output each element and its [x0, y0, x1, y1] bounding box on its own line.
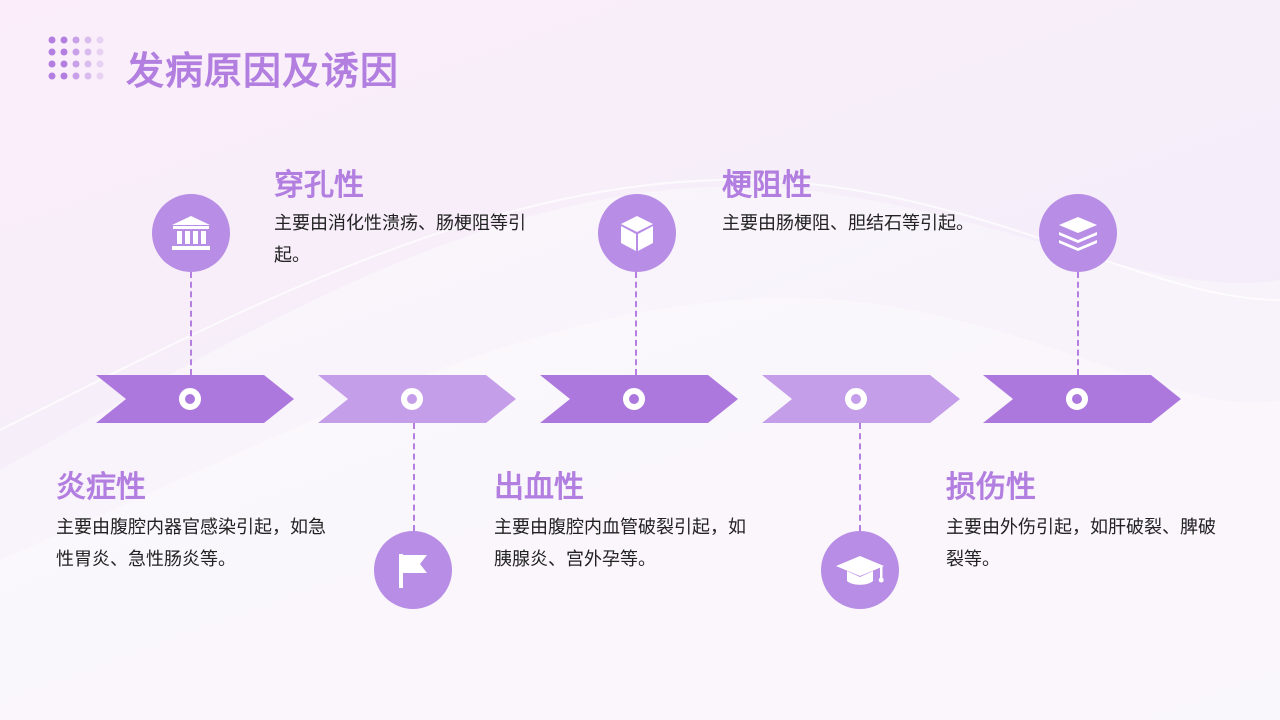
connector-5 [1077, 272, 1079, 375]
item-text-1: 主要由腹腔内器官感染引起，如急性胃炎、急性肠炎等。 [56, 517, 326, 570]
timeline-arrow-4 [762, 375, 960, 423]
timeline-node-5 [1066, 388, 1088, 410]
item-heading-5: 损伤性 [946, 470, 1036, 505]
bank-icon [172, 216, 210, 250]
connector-4 [859, 423, 861, 531]
timeline-arrow-5 [983, 375, 1181, 423]
item-text-5: 主要由外伤引起，如肝破裂、脾破裂等。 [946, 517, 1216, 570]
item-text-3: 主要由腹腔内血管破裂引起，如胰腺炎、宫外孕等。 [494, 517, 746, 570]
timeline-arrow-3 [540, 375, 738, 423]
item-heading-1: 炎症性 [56, 470, 146, 505]
connector-3 [635, 272, 637, 375]
connector-1 [190, 272, 192, 375]
item-heading-4: 梗阻性 [722, 168, 812, 203]
timeline-node-2 [401, 388, 423, 410]
item-heading-3: 出血性 [494, 470, 584, 505]
layers-icon [1059, 217, 1097, 251]
timeline-node-1 [179, 388, 201, 410]
item-text-4: 主要由肠梗阻、胆结石等引起。 [722, 213, 974, 234]
timeline-node-4 [845, 388, 867, 410]
item-heading-2: 穿孔性 [274, 168, 364, 203]
icon-circle-1 [152, 194, 230, 272]
icon-circle-4 [821, 531, 899, 609]
page-title: 发病原因及诱因 [126, 49, 400, 93]
icon-circle-3 [598, 194, 676, 272]
timeline-arrow-1 [96, 375, 294, 423]
item-text-2: 主要由消化性溃疡、肠梗阻等引起。 [274, 213, 526, 266]
icon-circle-2 [374, 531, 452, 609]
timeline-node-3 [623, 388, 645, 410]
timeline-arrow-2 [318, 375, 516, 423]
cube-icon [621, 216, 653, 251]
graduation-cap-icon [836, 556, 884, 585]
dot-grid-decoration [48, 36, 104, 80]
icon-circle-5 [1039, 194, 1117, 272]
connector-2 [413, 423, 415, 531]
flag-icon [399, 554, 427, 588]
